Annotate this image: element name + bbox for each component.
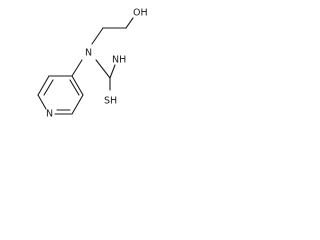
ring-bond-2 [37, 75, 50, 96]
amine-nitrogen-label: N [85, 48, 92, 59]
bond-n-ring [71, 59, 83, 77]
thiol-sh-label: SH [104, 96, 117, 107]
thiourea-group [109, 64, 116, 91]
pyridine-ring [37, 75, 84, 115]
amine-bonds [71, 59, 111, 79]
pyridine-nitrogen-label: N [46, 109, 53, 120]
ring-bond-3 [37, 94, 47, 110]
hydroxyl-label: OH [133, 8, 148, 19]
bond-c-nh [109, 64, 116, 79]
hydroxyethyl-chain [91, 17, 134, 45]
bond-n-ch2 [91, 27, 104, 45]
ring-double-bond-c [69, 79, 80, 96]
bond-ch2-o [125, 17, 134, 29]
ring-double-bond-a [43, 79, 54, 96]
bond-n-thiocarbonyl-c [95, 59, 111, 79]
chemical-structure-diagram: OH N NH SH N [37, 8, 148, 120]
imine-nh-label: NH [112, 55, 126, 66]
ring-bond-5 [71, 94, 84, 115]
ring-bond-6 [71, 75, 84, 96]
